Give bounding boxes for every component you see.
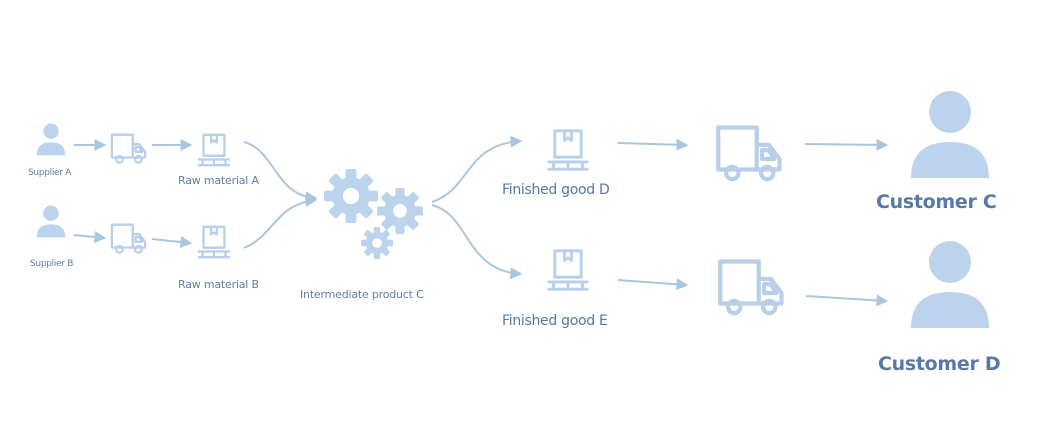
truck-icon — [110, 223, 147, 254]
label-supplier-a: Supplier A — [28, 168, 72, 178]
label-customer-d: Customer D — [878, 353, 1001, 375]
label-supplier-b: Supplier B — [30, 259, 74, 269]
arrow-truck-customer-d — [805, 294, 889, 307]
arrow-truck-customer-c — [804, 138, 889, 151]
arrow-raw-b-gears — [243, 195, 318, 249]
truck-icon — [720, 262, 781, 314]
arrow-gears-finished-e — [431, 204, 523, 280]
truck-icon — [110, 133, 147, 164]
arrow-supplier-b-truck — [73, 231, 107, 244]
package-pallet-icon — [197, 133, 231, 167]
gears-icon — [324, 169, 423, 259]
person-icon — [36, 205, 66, 238]
arrow-raw-a-gears — [243, 141, 318, 204]
package-pallet-icon — [197, 225, 231, 259]
truck-icon — [718, 128, 779, 180]
label-intermediate-product: Intermediate product C — [300, 288, 424, 301]
arrow-finished-d-truck — [617, 138, 689, 151]
arrow-finished-e-truck — [617, 278, 689, 291]
label-customer-c: Customer C — [876, 191, 997, 213]
label-finished-good-e: Finished good E — [502, 313, 608, 329]
label-finished-good-d: Finished good D — [502, 182, 610, 198]
person-icon — [911, 241, 989, 328]
label-raw-material-b: Raw material B — [178, 278, 259, 291]
arrow-truck-raw-b — [151, 236, 193, 248]
package-pallet-icon — [547, 249, 589, 291]
label-raw-material-a: Raw material A — [178, 174, 259, 187]
person-icon — [911, 91, 989, 178]
package-pallet-icon — [547, 129, 589, 171]
person-icon — [36, 123, 66, 156]
arrow-gears-finished-d — [431, 135, 523, 203]
